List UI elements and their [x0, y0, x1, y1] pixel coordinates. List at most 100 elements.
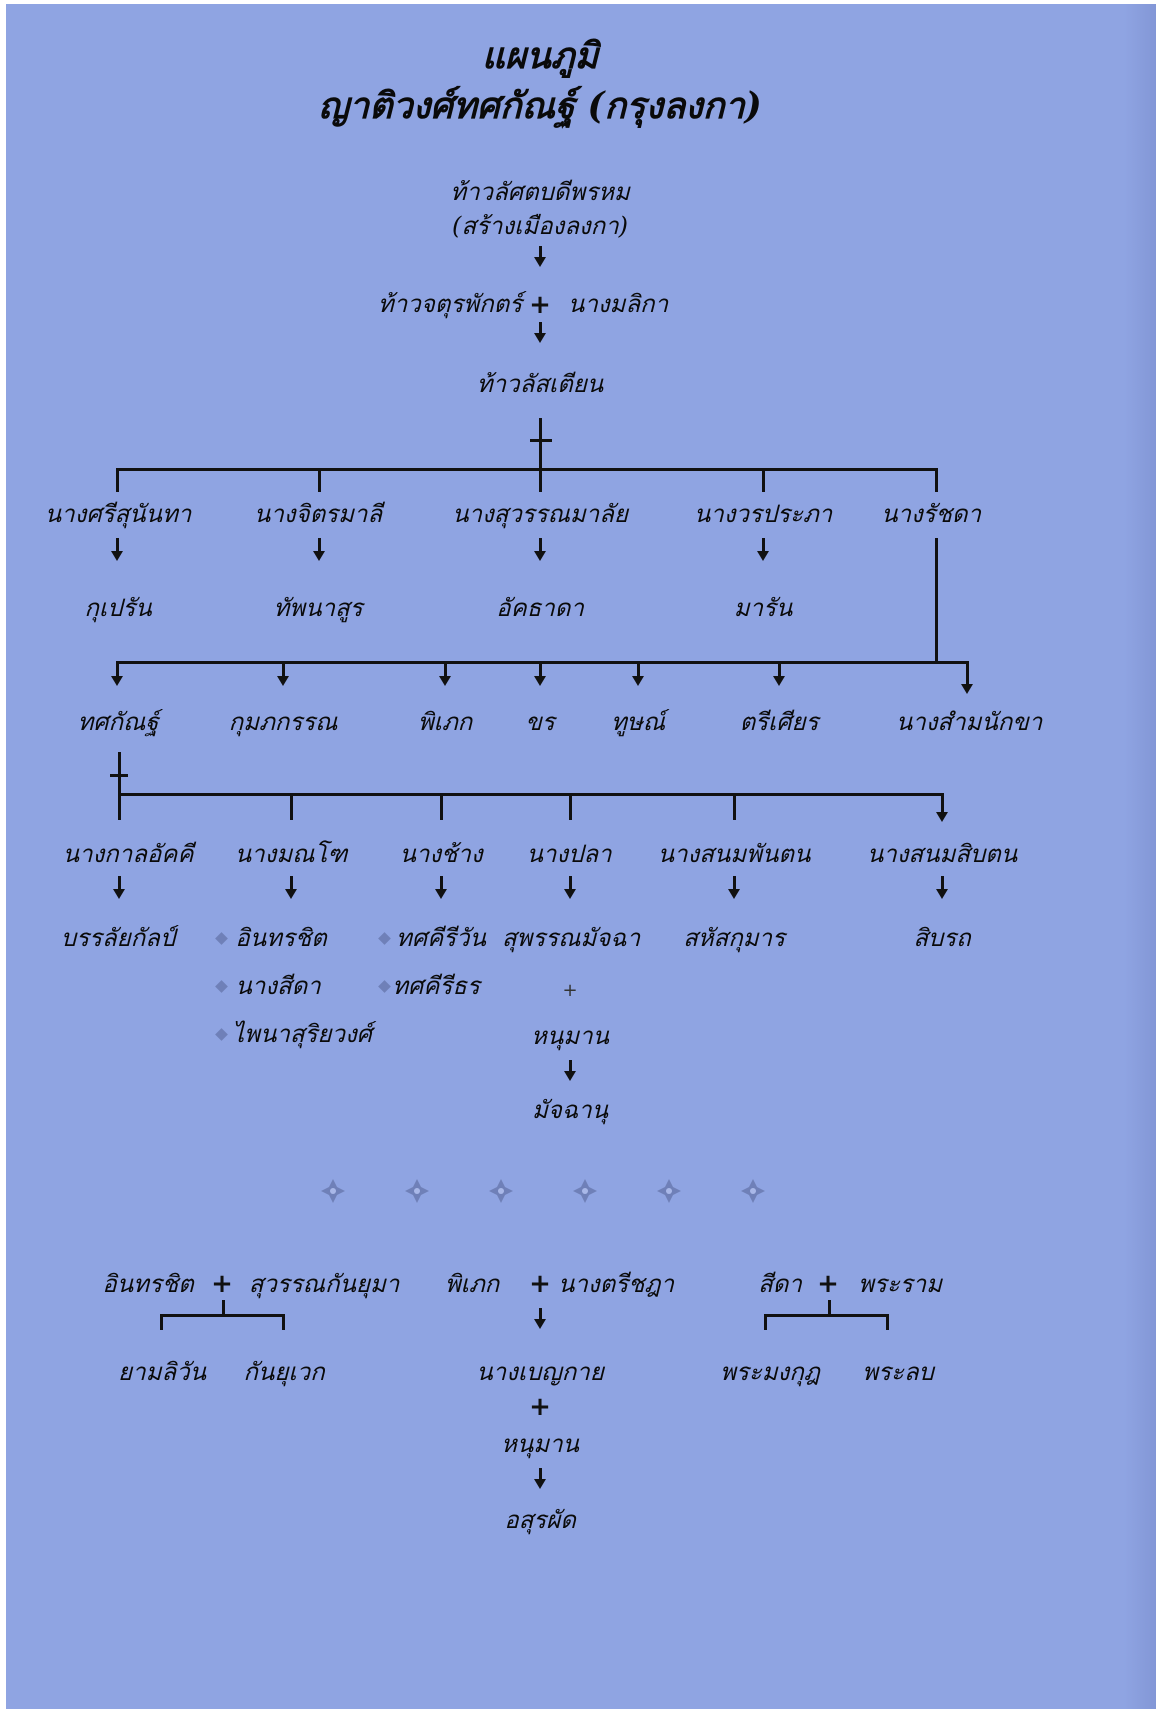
- connector-drop: [440, 793, 443, 820]
- connector-drop: [290, 793, 293, 820]
- ornament-icon: [657, 1179, 681, 1203]
- title-line-2: ญาติวงศ์ทศกัณฐ์ (กรุงลงกา): [318, 85, 762, 127]
- connector-drop: [733, 793, 736, 820]
- marriage-plus: +: [211, 1269, 233, 1299]
- marriage-plus: +: [529, 290, 551, 320]
- arrow-head: [757, 551, 769, 561]
- arrow-shaft: [116, 538, 119, 552]
- arrow-head: [534, 551, 546, 561]
- thotsakan-wife: นางสนมสิบตน: [866, 840, 1018, 868]
- arrow-head: [773, 676, 785, 686]
- king-name: ท้าวจตุรพักตร์: [377, 290, 523, 318]
- arrow-shaft: [118, 876, 121, 890]
- hanuman-name: หนุมาน: [531, 1022, 609, 1050]
- connector-drop: [762, 468, 765, 492]
- thotsakan-wife: นางสนมพันตน: [657, 840, 811, 868]
- rachada-child: ทศกัณฐ์: [77, 708, 159, 736]
- bullet-icon: [215, 1028, 228, 1041]
- arrow-shaft: [444, 661, 447, 677]
- arrow-shaft: [290, 876, 293, 890]
- rachada-child: ขร: [525, 708, 555, 736]
- arrow-head: [936, 812, 948, 822]
- children-connector: [764, 1314, 889, 1317]
- connector-drop: [935, 468, 938, 492]
- child-name: อัคธาดา: [496, 594, 584, 622]
- ornament-icon: [741, 1179, 765, 1203]
- bullet-icon: [215, 932, 228, 945]
- ornament-icon: [405, 1179, 429, 1203]
- connector-drop: [160, 1314, 163, 1330]
- person-name: พระราม: [858, 1270, 942, 1298]
- connector-drop: [318, 468, 321, 492]
- marriage-plus: +: [817, 1269, 839, 1299]
- marriage-plus: +: [529, 1392, 551, 1422]
- arrow-head: [435, 889, 447, 899]
- arrow-head: [632, 676, 644, 686]
- person-name: อสุรผัด: [504, 1506, 576, 1534]
- grandchild-name: นางสีดา: [235, 972, 321, 1000]
- arrow-head: [936, 889, 948, 899]
- grandchild-name: สิบรถ: [913, 924, 971, 952]
- arrow-head: [111, 676, 123, 686]
- son-name: ท้าวลัสเตียน: [476, 370, 604, 398]
- arrow-shaft: [733, 876, 736, 890]
- arrow-shaft: [941, 876, 944, 890]
- arrow-shaft: [966, 661, 969, 685]
- rachada-children-connector: [116, 661, 968, 664]
- grandchild-name: ไพนาสุริยวงศ์: [232, 1020, 372, 1048]
- arrow-shaft: [318, 538, 321, 552]
- arrow-head: [534, 333, 546, 343]
- child-name: ทัพนาสูร: [273, 594, 363, 622]
- wife-name: นางจิตรมาลี: [253, 500, 383, 528]
- ornament-icon: [321, 1179, 345, 1203]
- arrow-shaft: [539, 661, 542, 677]
- grandchild-name: สุพรรณมัจฉา: [501, 924, 641, 952]
- wife-name: นางรัชดา: [881, 500, 981, 528]
- ornament-icon: [489, 1179, 513, 1203]
- children-connector: [160, 1314, 285, 1317]
- wife-name: นางศรีสุนันทา: [44, 500, 192, 528]
- person-name: พิเภก: [444, 1270, 500, 1298]
- bullet-icon: [215, 980, 228, 993]
- child-name: กุเปรัน: [84, 594, 152, 622]
- arrow-shaft: [569, 876, 572, 890]
- marriage-plus: +: [562, 980, 578, 1001]
- rachada-child: นางสำมนักขา: [895, 708, 1043, 736]
- arrow-head: [534, 676, 546, 686]
- connector-vertical: [828, 1300, 831, 1316]
- person-name: อินทรชิต: [102, 1270, 194, 1298]
- arrow-shaft: [762, 538, 765, 552]
- arrow-head: [313, 551, 325, 561]
- thotsakan-line: [118, 752, 121, 820]
- grandchild-name: ทศคีรีวัน: [396, 924, 486, 952]
- ornament-icon: [573, 1179, 597, 1203]
- child-name: มารัน: [733, 594, 793, 622]
- arrow-head: [534, 1319, 546, 1329]
- person-name: นางเบญกาย: [476, 1358, 604, 1386]
- arrow-shaft: [539, 538, 542, 552]
- child-name: ยามลิวัน: [118, 1358, 206, 1386]
- thotsakan-wives-connector: [118, 793, 944, 796]
- thotsakan-wife: นางมณโฑ: [234, 840, 348, 868]
- wife-name: นางสุวรรณมาลัย: [452, 500, 628, 528]
- title-line-1: แผนภูมิ: [481, 35, 599, 77]
- child-name: พระลบ: [862, 1358, 934, 1386]
- arrow-head: [285, 889, 297, 899]
- arrow-shaft: [539, 322, 542, 334]
- machanu-name: มัจฉานุ: [531, 1096, 609, 1124]
- rachada-child: พิเภก: [417, 708, 473, 736]
- thotsakan-wife: นางช้าง: [399, 840, 483, 868]
- arrow-shaft: [941, 793, 944, 813]
- arrow-head: [534, 1479, 546, 1489]
- person-name: สีดา: [758, 1270, 802, 1298]
- founder-name: ท้าวลัศตบดีพรหม: [450, 178, 630, 206]
- arrow-head: [277, 676, 289, 686]
- grandchild-name: ทศคีรีธร: [392, 972, 480, 1000]
- arrow-shaft: [116, 661, 119, 677]
- arrow-shaft: [778, 661, 781, 677]
- person-name: หนุมาน: [501, 1430, 579, 1458]
- arrow-shaft: [440, 876, 443, 890]
- connector-drop: [282, 1314, 285, 1330]
- founder-note: (สร้างเมืองลงกา): [451, 212, 629, 240]
- diagram-page: แผนภูมิ ญาติวงศ์ทศกัณฐ์ (กรุงลงกา) ท้าวล…: [6, 4, 1156, 1709]
